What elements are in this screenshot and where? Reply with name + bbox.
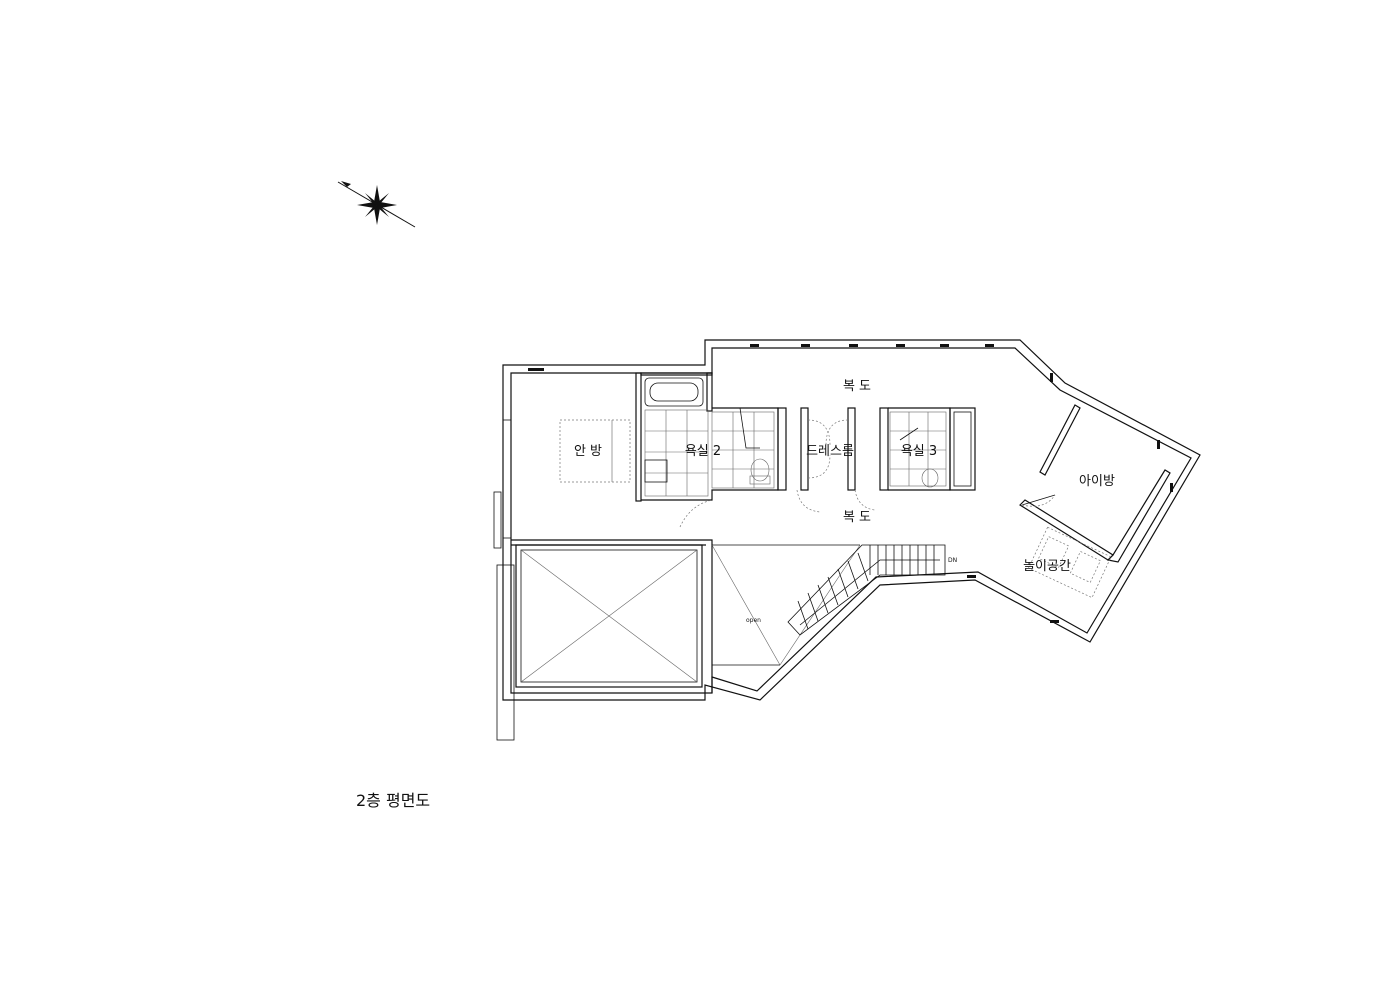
room-label-dressing-room: 드레스룸 [806, 444, 854, 459]
room-label-corridor-lower: 복 도 [843, 510, 871, 525]
room-label-bathroom-3: 욕실 3 [901, 444, 937, 459]
window-marks [528, 344, 1173, 623]
bathroom-3-walls [888, 407, 976, 491]
stair-down-label: DN [948, 557, 957, 564]
kids-room-walls [1019, 404, 1171, 563]
compass-star-icon [337, 181, 416, 228]
staircase [787, 544, 946, 636]
room-label-kids-room: 아이방 [1079, 474, 1115, 489]
void-open-below [515, 544, 703, 688]
master-bedroom-walls [511, 372, 713, 693]
balcony-rail [493, 419, 515, 741]
room-label-corridor-upper: 복 도 [843, 379, 871, 394]
room-label-play-area: 놀이공간 [1023, 559, 1071, 574]
door-swings [679, 489, 876, 528]
void-open-label: open [746, 617, 761, 624]
dressing-room-walls [777, 407, 889, 491]
room-label-master-bedroom: 안 방 [574, 444, 602, 459]
bathroom-2-walls [640, 372, 779, 501]
drawing-title: 2층 평면도 [356, 791, 430, 810]
room-label-bathroom-2: 욕실 2 [685, 444, 721, 459]
stair-void [711, 544, 861, 666]
